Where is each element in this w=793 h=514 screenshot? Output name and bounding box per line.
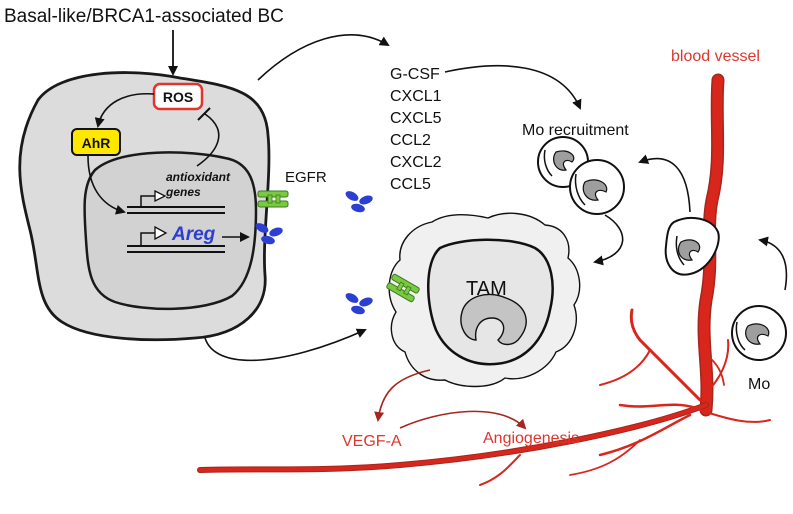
ahr-label: AhR xyxy=(82,135,111,151)
areg-protein-near-egfr xyxy=(343,189,374,214)
areg-to-tam-arrow xyxy=(204,328,367,362)
chemokine-list: G-CSF CXCL1 CXCL5 CCL2 CXCL2 CCL5 xyxy=(390,66,442,193)
chemokine-5: CXCL2 xyxy=(390,154,442,171)
vegf-to-angiogenesis-arrow xyxy=(399,410,527,430)
ahr-box xyxy=(71,128,121,156)
nucleus xyxy=(83,151,258,311)
recruitment-to-tam-arrow xyxy=(593,214,624,266)
chemokine-3: CXCL5 xyxy=(390,110,442,127)
antioxidant-inhibit-line xyxy=(196,113,220,167)
chemokine-1: G-CSF xyxy=(390,66,440,83)
chemokine-4: CCL2 xyxy=(390,132,431,149)
monocyte-extravasating xyxy=(664,216,720,276)
tam-nucleus xyxy=(460,293,527,346)
areg-protein-tam xyxy=(343,291,374,316)
blood-vessel-label: blood vessel xyxy=(671,48,760,65)
chemokine-to-recruitment-arrow xyxy=(444,64,582,110)
antioxidant-label-line2: genes xyxy=(165,185,201,199)
angiogenesis-label: Angiogenesis xyxy=(483,430,579,447)
mo-to-vessel-arrow xyxy=(758,236,788,291)
inhibit-bar xyxy=(197,107,211,121)
monocyte-cell-2 xyxy=(569,159,625,215)
vegf-label: VEGF-A xyxy=(342,433,402,450)
antioxidant-gene xyxy=(127,189,225,214)
mo-label: Mo xyxy=(748,376,770,393)
areg-label: Areg xyxy=(171,224,216,245)
chemokine-6: CCL5 xyxy=(390,176,431,193)
areg-gene xyxy=(127,225,225,253)
ros-to-ahr-arrow xyxy=(94,93,155,128)
ros-label: ROS xyxy=(163,89,193,105)
figure-title: Basal-like/BRCA1-associated BC xyxy=(4,6,284,27)
vessel-to-recruitment-arrow xyxy=(638,154,691,213)
ahr-to-gene-arrow xyxy=(87,155,126,215)
antioxidant-label-line1: antioxidant xyxy=(166,170,231,184)
monocyte-circulating xyxy=(731,305,787,361)
egfr-label: EGFR xyxy=(285,169,327,186)
ros-box xyxy=(152,82,204,111)
chemokine-2: CXCL1 xyxy=(390,88,442,105)
secretion-arrow xyxy=(257,34,390,81)
mo-recruitment-label: Mo recruitment xyxy=(522,122,629,139)
tam-label: TAM xyxy=(466,278,507,300)
tam-to-vegf-arrow xyxy=(374,369,431,422)
